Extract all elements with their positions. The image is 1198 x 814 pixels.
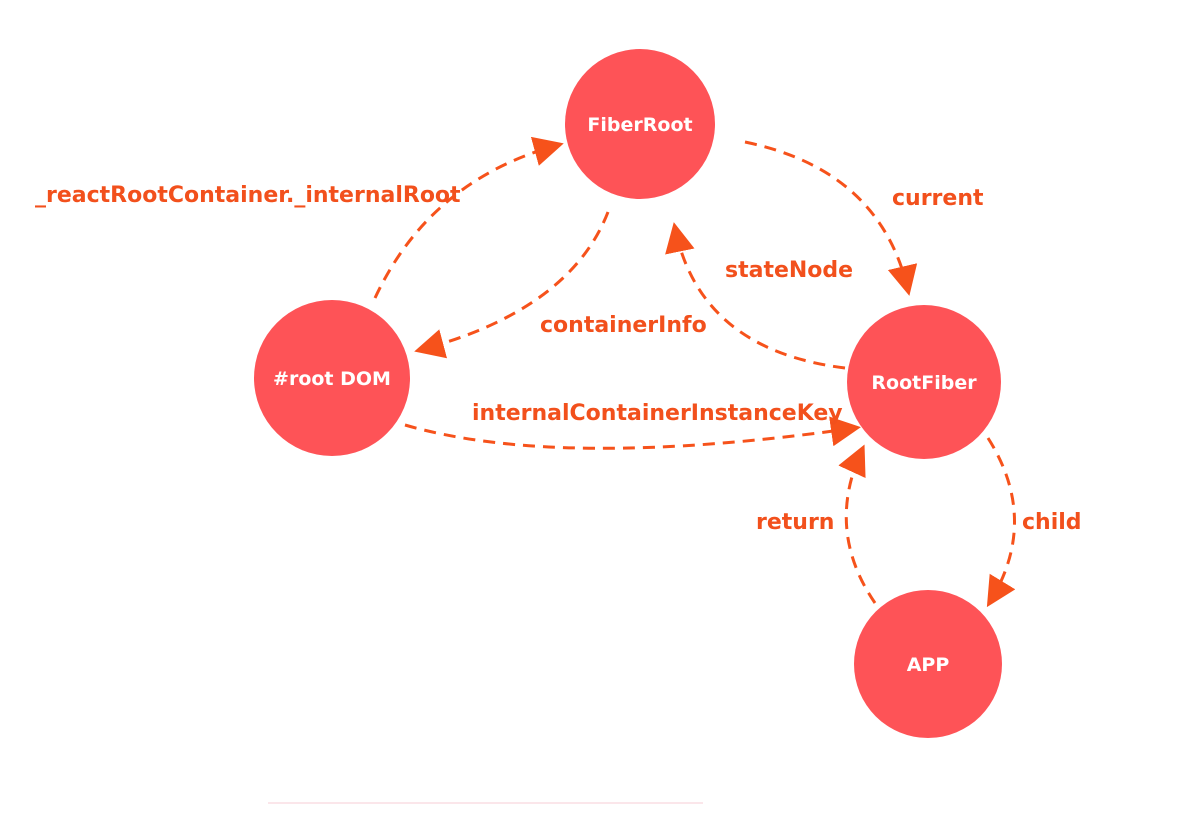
edge-state-node xyxy=(665,222,846,370)
label-current: current xyxy=(892,186,984,211)
fiberroot-label: FiberRoot xyxy=(587,114,692,136)
label-internal-container-key: internalContainerInstanceKey xyxy=(472,401,843,426)
rootdom-circle xyxy=(254,300,410,456)
edge-return xyxy=(838,444,877,604)
label-child: child xyxy=(1022,510,1082,535)
rootdom-label: #root DOM xyxy=(273,368,391,390)
rootfiber-label: RootFiber xyxy=(871,372,977,394)
node-rootdom: #root DOM xyxy=(254,300,410,456)
label-container-info: containerInfo xyxy=(540,313,707,338)
label-react-root-container: _reactRootContainer._internalRoot xyxy=(35,183,461,208)
app-circle xyxy=(854,590,1002,738)
node-rootfiber: RootFiber xyxy=(847,305,1001,459)
app-label: APP xyxy=(907,654,950,676)
fiberroot-circle xyxy=(565,49,715,199)
node-fiberroot: FiberRoot xyxy=(565,49,715,199)
rootfiber-circle xyxy=(847,305,1001,459)
edge-container-info xyxy=(414,211,610,359)
edge-current xyxy=(744,140,918,296)
edge-react-root-container xyxy=(373,136,564,299)
edge-internal-container-key xyxy=(404,416,861,450)
label-state-node: stateNode xyxy=(725,258,853,283)
edge-child xyxy=(986,437,1016,608)
label-return: return xyxy=(756,510,834,535)
node-app: APP xyxy=(854,590,1002,738)
